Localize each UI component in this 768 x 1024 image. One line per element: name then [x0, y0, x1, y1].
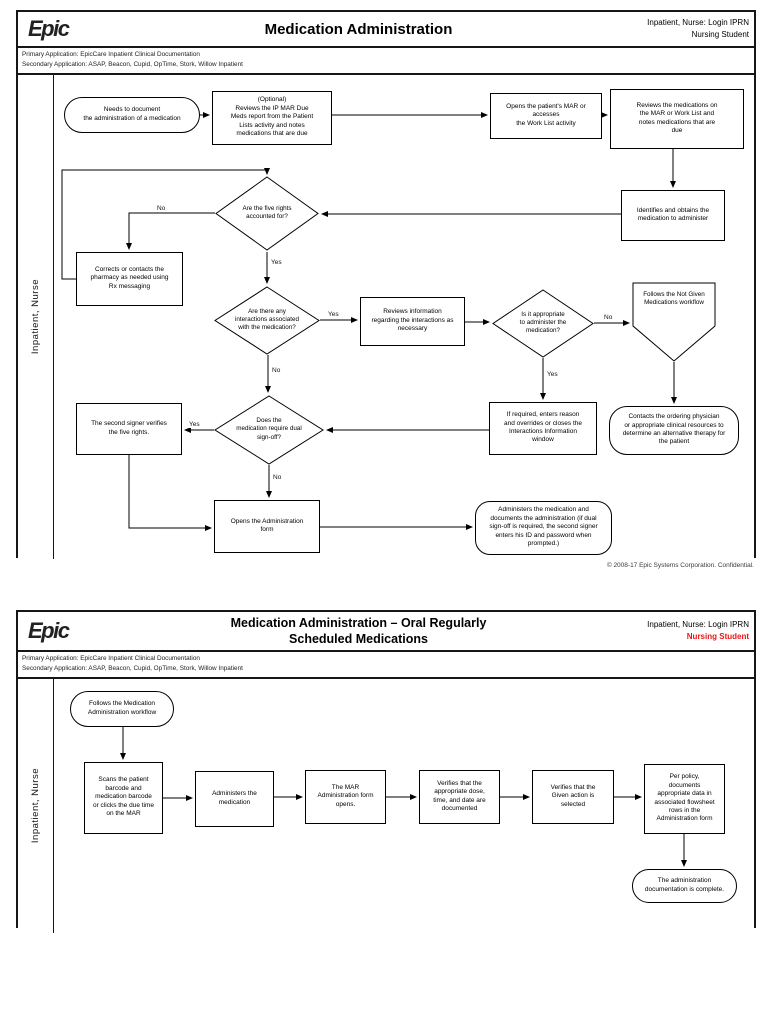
decision-five-rights: Are the five rights accounted for?: [215, 175, 319, 251]
edge-label-yes: Yes: [327, 310, 340, 318]
edge-label-yes: Yes: [270, 258, 283, 266]
node-opens-administration-form: Opens the Administration form: [214, 499, 320, 553]
decision-interactions: Are there any interactions associated wi…: [214, 285, 320, 355]
edge-label-yes: Yes: [188, 420, 201, 428]
flow-arrow: [128, 454, 212, 531]
primary-application: Primary Application: EpicCare Inpatient …: [22, 51, 200, 58]
login-line1: Inpatient, Nurse: Login IPRN: [647, 18, 749, 27]
edge-label-no: No: [271, 366, 282, 374]
node-administers-end-terminal: Administers the medication and documents…: [475, 500, 612, 555]
flow-arrow: [126, 212, 215, 250]
node-start-terminal: Follows the Medication Administration wo…: [70, 690, 174, 727]
page2-header: Epic Medication Administration – Oral Re…: [18, 612, 754, 652]
decision-dual-signoff: Does the medication require dual sign-of…: [214, 394, 324, 465]
node-verifies-dose: Verifies that the appropriate dose, time…: [419, 769, 500, 824]
node-mar-form-opens: The MAR Administration form opens.: [305, 769, 386, 824]
swimlane-inpatient-nurse: Inpatient, Nurse: [18, 678, 54, 933]
login-line2: Nursing Student: [691, 30, 749, 39]
page2-applications: Primary Application: EpicCare Inpatient …: [18, 652, 754, 679]
node-reviews-interactions-info: Reviews information regarding the intera…: [360, 296, 465, 346]
node-verifies-given-action: Verifies that the Given action is select…: [532, 769, 614, 824]
decision-interactions-text: Are there any interactions associated wi…: [234, 307, 300, 332]
secondary-application: Secondary Application: ASAP, Beacon, Cup…: [22, 665, 243, 673]
offpage-not-given-text: Follows the Not Given Medications workfl…: [643, 290, 705, 306]
login-line2-nursing-student: Nursing Student: [686, 632, 749, 641]
epic-logo: Epic: [28, 16, 70, 41]
node-identifies-medication: Identifies and obtains the medication to…: [621, 189, 725, 241]
page-medication-administration: Epic Medication Administration Inpatient…: [16, 10, 756, 559]
node-reviews-medications: Reviews the medications on the MAR or Wo…: [610, 88, 744, 149]
decision-dual-signoff-text: Does the medication require dual sign-of…: [236, 417, 302, 441]
flow-arrow: [61, 167, 270, 279]
node-administers-medication: Administers the medication: [195, 770, 274, 827]
page2-title: Medication Administration – Oral Regular…: [230, 615, 487, 646]
node-opens-mar: Opens the patient's MAR or accesses the …: [490, 92, 602, 139]
flow-connectors: [61, 111, 677, 531]
node-review-due-meds: (Optional) Reviews the IP MAR Due Meds r…: [212, 90, 332, 145]
edge-label-no: No: [156, 204, 167, 212]
decision-five-rights-text: Are the five rights accounted for?: [242, 204, 292, 220]
edge-label-no: No: [603, 313, 614, 321]
secondary-application: Secondary Application: ASAP, Beacon, Cup…: [22, 61, 243, 69]
edge-label-yes: Yes: [546, 370, 559, 378]
copyright-line: © 2008-17 Epic Systems Corporation. Conf…: [606, 562, 754, 569]
page1-login-info: Inpatient, Nurse: Login IPRN Nursing Stu…: [579, 17, 754, 41]
page2-login-info: Inpatient, Nurse: Login IPRN Nursing Stu…: [579, 619, 754, 643]
flow-connectors: [120, 726, 687, 867]
epic-logo: Epic: [28, 618, 70, 643]
node-second-signer: The second signer verifies the five righ…: [76, 402, 182, 455]
page1-flow-body: Inpatient, Nurse: [18, 74, 754, 559]
page-oral-scheduled-medications: Epic Medication Administration – Oral Re…: [16, 610, 756, 933]
page1-applications: Primary Application: EpicCare Inpatient …: [18, 48, 754, 75]
decision-appropriate: Is it appropriate to administer the medi…: [492, 288, 594, 358]
node-corrects-pharmacy: Corrects or contacts the pharmacy as nee…: [76, 251, 183, 306]
edge-label-no: No: [272, 473, 283, 481]
decision-appropriate-text: Is it appropriate to administer the medi…: [519, 310, 567, 335]
page2-flow-body: Inpatient, Nurse Follow: [18, 678, 754, 933]
node-if-required-overrides: If required, enters reason and overrides…: [489, 401, 597, 455]
offpage-not-given-workflow: Follows the Not Given Medications workfl…: [632, 282, 716, 362]
page1-header: Epic Medication Administration Inpatient…: [18, 12, 754, 48]
primary-application: Primary Application: EpicCare Inpatient …: [22, 655, 200, 662]
node-contacts-physician: Contacts the ordering physician or appro…: [609, 405, 739, 455]
node-start-terminal: Needs to document the administration of …: [64, 96, 200, 133]
node-scans-barcode: Scans the patient barcode and medication…: [84, 761, 163, 834]
node-complete-terminal: The administration documentation is comp…: [632, 868, 737, 903]
swimlane-inpatient-nurse: Inpatient, Nurse: [18, 74, 54, 559]
page1-title: Medication Administration: [264, 20, 453, 38]
node-per-policy-documents: Per policy, documents appropriate data i…: [644, 763, 725, 834]
login-line1: Inpatient, Nurse: Login IPRN: [647, 620, 749, 629]
